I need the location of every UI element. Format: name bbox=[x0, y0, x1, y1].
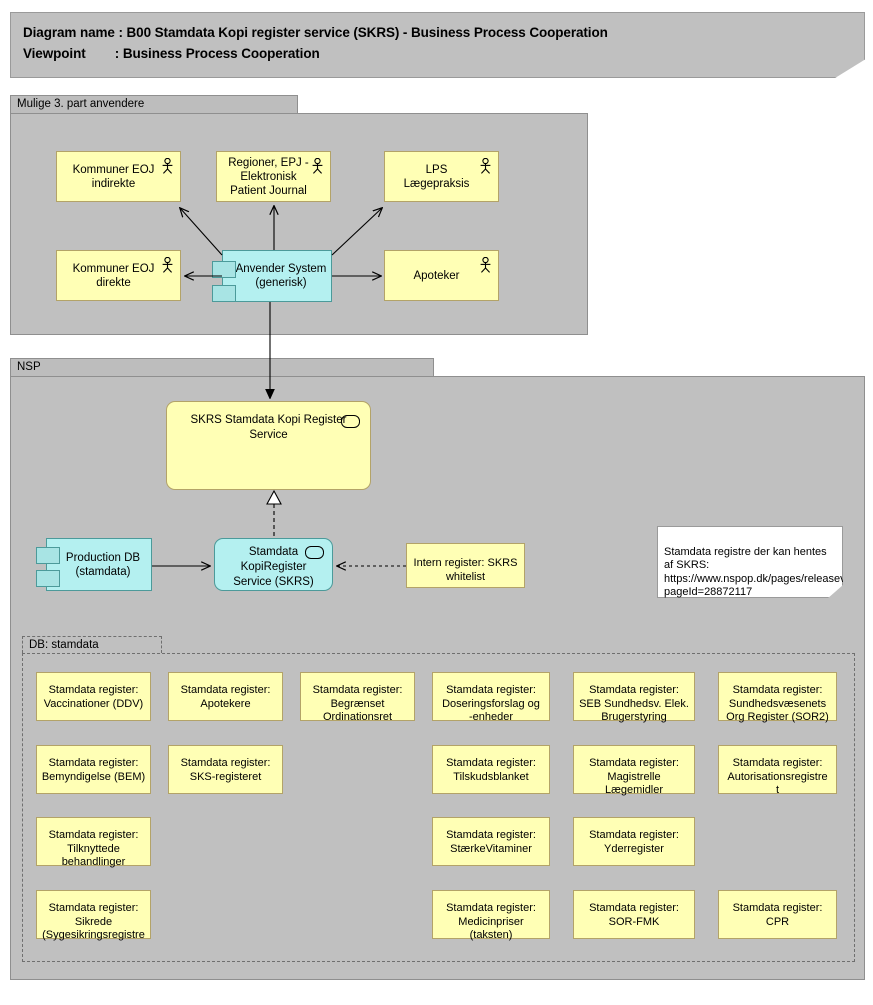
stamdata-register-box[interactable]: Stamdata register: Bemyndigelse (BEM) bbox=[36, 745, 151, 794]
group-tab-db-stamdata: DB: stamdata bbox=[22, 636, 162, 653]
register-header-strip bbox=[432, 890, 550, 902]
business-actor-icon bbox=[162, 158, 173, 174]
stamdata-register-box[interactable]: Stamdata register: Doseringsforslag og -… bbox=[432, 672, 550, 723]
register-label: Stamdata register: SEB Sundhedsv. Elek. … bbox=[579, 684, 689, 723]
actor-box-apoteker[interactable]: Apoteker bbox=[384, 250, 499, 301]
service-stamdata-kopiregister[interactable]: Stamdata KopiRegister Service (SKRS) bbox=[214, 538, 333, 591]
stamdata-register-box[interactable]: Stamdata register: Sundhedsvæsenets Org … bbox=[718, 672, 837, 723]
component-label: Production DB (stamdata) bbox=[65, 551, 141, 578]
diagram-title-banner: Diagram name : B00 Stamdata Kopi registe… bbox=[10, 12, 865, 78]
service-label: Stamdata KopiRegister Service (SKRS) bbox=[233, 546, 314, 588]
component-production-db[interactable]: Production DB (stamdata) bbox=[36, 538, 152, 591]
viewpoint-text: Viewpoint : Business Process Cooperation bbox=[23, 46, 320, 61]
register-header-strip bbox=[718, 890, 837, 902]
stamdata-register-box[interactable]: Stamdata register: Tilskudsblanket bbox=[432, 745, 550, 794]
stamdata-register-box[interactable]: Stamdata register: Apotekere bbox=[168, 672, 283, 721]
register-label: Stamdata register: Bemyndigelse (BEM) bbox=[41, 757, 146, 783]
register-header-strip bbox=[168, 745, 283, 757]
register-label: Stamdata register: Autorisationsregistre… bbox=[727, 757, 828, 796]
actor-box-kommuner-eoj-direkte[interactable]: Kommuner EOJ direkte bbox=[56, 250, 181, 301]
service-label: SKRS Stamdata Kopi Register Service bbox=[190, 414, 347, 441]
diagram-name-text: Diagram name : B00 Stamdata Kopi registe… bbox=[23, 25, 608, 40]
note-text: Stamdata registre der kan hentes af SKRS… bbox=[664, 545, 871, 599]
stamdata-register-box[interactable]: Stamdata register: Autorisationsregistre… bbox=[718, 745, 837, 796]
note-stamdata-registre: Stamdata registre der kan hentes af SKRS… bbox=[657, 526, 843, 598]
component-lug-bottom bbox=[212, 285, 236, 302]
stamdata-register-box[interactable]: Stamdata register: Yderregister bbox=[573, 817, 695, 866]
register-header-strip bbox=[573, 890, 695, 902]
register-header-strip bbox=[718, 672, 837, 684]
stamdata-register-box[interactable]: Stamdata register: Sikrede (Sygesikrings… bbox=[36, 890, 151, 941]
register-label: Stamdata register: Sundhedsvæsenets Org … bbox=[726, 684, 829, 723]
stamdata-register-box[interactable]: Stamdata register: Medicinpriser (takste… bbox=[432, 890, 550, 941]
register-intern-skrs-whitelist[interactable]: Intern register: SKRS whitelist bbox=[406, 543, 525, 588]
component-lug-top bbox=[212, 261, 236, 278]
component-label: Anvender System (generisk) bbox=[235, 263, 327, 289]
register-header-strip bbox=[432, 817, 550, 829]
service-oval-icon bbox=[341, 415, 360, 428]
register-label: Stamdata register: Medicinpriser (takste… bbox=[446, 902, 536, 941]
stamdata-register-box[interactable]: Stamdata register: CPR bbox=[718, 890, 837, 939]
business-actor-icon bbox=[162, 257, 173, 273]
register-label: Stamdata register: Tilknyttede behandlin… bbox=[48, 829, 139, 868]
stamdata-register-box[interactable]: Stamdata register: StærkeVitaminer bbox=[432, 817, 550, 866]
actor-box-kommuner-eoj-indirekte[interactable]: Kommuner EOJ indirekte bbox=[56, 151, 181, 202]
register-header-strip bbox=[168, 672, 283, 684]
register-header-strip bbox=[432, 672, 550, 684]
stamdata-register-box[interactable]: Stamdata register: SEB Sundhedsv. Elek. … bbox=[573, 672, 695, 723]
register-header-strip bbox=[573, 745, 695, 757]
component-anvender-system[interactable]: Anvender System (generisk) bbox=[212, 250, 332, 302]
business-actor-icon bbox=[312, 158, 323, 174]
register-label: Stamdata register: Yderregister bbox=[589, 829, 679, 855]
actor-box-lps-laegepraksis[interactable]: LPS Lægepraksis bbox=[384, 151, 499, 202]
stamdata-register-box[interactable]: Stamdata register: Begrænset Ordinations… bbox=[300, 672, 415, 723]
actor-label: Apoteker bbox=[413, 269, 460, 282]
group-tab-nsp: NSP bbox=[10, 358, 434, 376]
register-header-strip bbox=[573, 817, 695, 829]
business-actor-icon bbox=[480, 158, 491, 174]
register-label: Stamdata register: SOR-FMK bbox=[589, 902, 679, 928]
actor-label: Regioner, EPJ - Elektronisk Patient Jour… bbox=[228, 156, 309, 197]
register-header-strip bbox=[718, 745, 837, 757]
actor-label: LPS Lægepraksis bbox=[403, 163, 470, 190]
register-label: Stamdata register: Vaccinationer (DDV) bbox=[43, 684, 144, 710]
register-header-strip bbox=[36, 745, 151, 757]
component-lug-top bbox=[36, 547, 60, 564]
stamdata-register-box[interactable]: Stamdata register: SKS-registeret bbox=[168, 745, 283, 794]
register-label: Stamdata register: Tilskudsblanket bbox=[446, 757, 536, 783]
register-label: Stamdata register: Begrænset Ordinations… bbox=[312, 684, 403, 723]
register-label: Stamdata register: Magistrelle Lægemidle… bbox=[589, 757, 679, 796]
service-oval-icon bbox=[305, 546, 324, 559]
stamdata-register-box[interactable]: Stamdata register: Tilknyttede behandlin… bbox=[36, 817, 151, 868]
stamdata-register-box[interactable]: Stamdata register: SOR-FMK bbox=[573, 890, 695, 939]
register-header-strip bbox=[573, 672, 695, 684]
register-header-strip bbox=[36, 672, 151, 684]
register-label: Stamdata register: Doseringsforslag og -… bbox=[442, 684, 540, 723]
actor-label: Kommuner EOJ direkte bbox=[72, 262, 155, 289]
group-tab-mulige-3-part-anvendere: Mulige 3. part anvendere bbox=[10, 95, 298, 113]
register-label: Stamdata register: SKS-registeret bbox=[180, 757, 271, 783]
register-header-strip bbox=[300, 672, 415, 684]
register-label: Stamdata register: StærkeVitaminer bbox=[446, 829, 536, 855]
register-header-strip bbox=[432, 745, 550, 757]
stamdata-register-box[interactable]: Stamdata register: Magistrelle Lægemidle… bbox=[573, 745, 695, 796]
register-label: Intern register: SKRS whitelist bbox=[413, 557, 518, 583]
register-header-strip bbox=[406, 543, 525, 555]
stamdata-register-box[interactable]: Stamdata register: Vaccinationer (DDV) bbox=[36, 672, 151, 721]
register-label: Stamdata register: Sikrede (Sygesikrings… bbox=[42, 902, 145, 941]
service-skrs-stamdata-kopi-register[interactable]: SKRS Stamdata Kopi Register Service bbox=[166, 401, 371, 490]
business-actor-icon bbox=[480, 257, 491, 273]
register-header-strip bbox=[36, 817, 151, 829]
register-header-strip bbox=[36, 890, 151, 902]
group-body-db-stamdata bbox=[22, 653, 855, 962]
actor-box-regioner-epj[interactable]: Regioner, EPJ - Elektronisk Patient Jour… bbox=[216, 151, 331, 202]
register-label: Stamdata register: Apotekere bbox=[180, 684, 271, 710]
component-lug-bottom bbox=[36, 570, 60, 587]
actor-label: Kommuner EOJ indirekte bbox=[72, 163, 155, 190]
register-label: Stamdata register: CPR bbox=[732, 902, 823, 928]
